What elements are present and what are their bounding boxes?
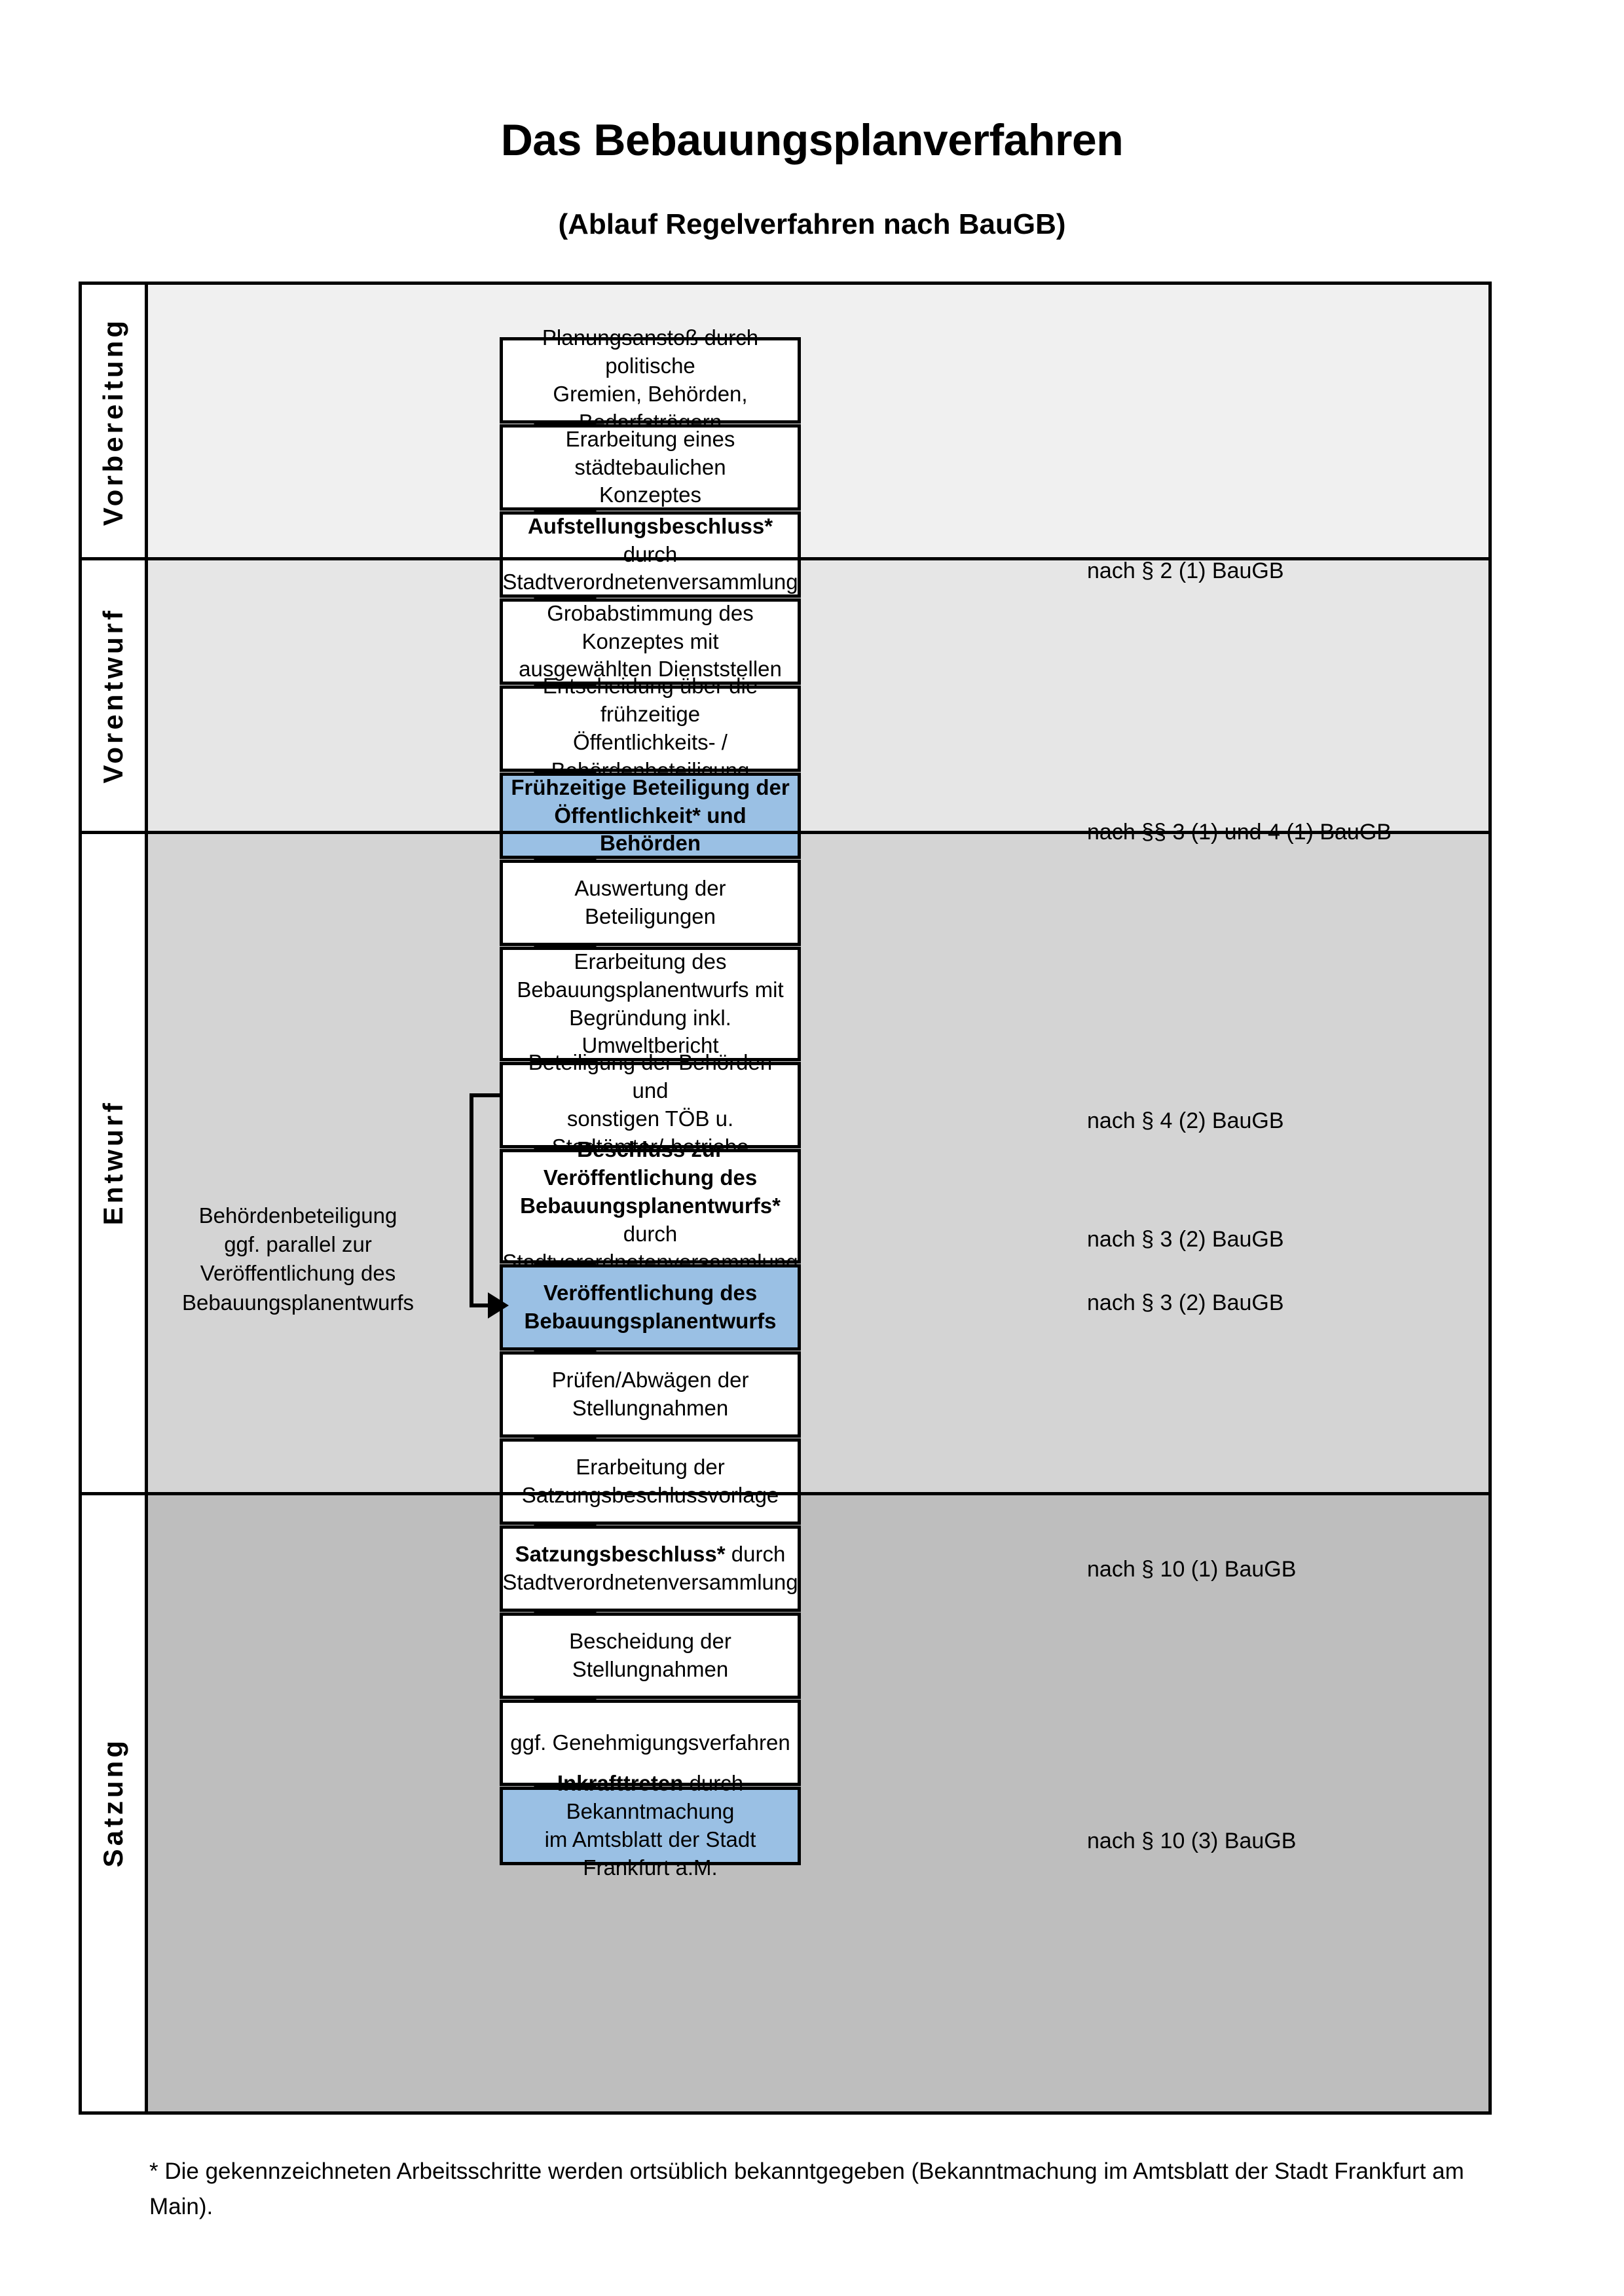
page-title: Das Bebauungsplanverfahren bbox=[500, 115, 1124, 165]
node-erarbeitung-bplan-entwurf[interactable]: Erarbeitung des Bebauungsplanentwurfs mi… bbox=[500, 947, 801, 1061]
connector-arrowhead-icon bbox=[488, 1292, 509, 1319]
lane-label-vorbereitung: Vorbereitung bbox=[82, 285, 148, 558]
node-line: Erarbeitung des bbox=[574, 949, 727, 974]
node-bescheidung-stellungnahmen[interactable]: Bescheidung der Stellungnahmen bbox=[500, 1613, 801, 1699]
node-beteiligung-behoerden-toeb[interactable]: Beteiligung der Behörden und sonstigen T… bbox=[500, 1050, 801, 1159]
node-entscheidung-fruehzeitige[interactable]: Entscheidung über die frühzeitige Öffent… bbox=[500, 674, 801, 782]
node-line: Frühzeitige Beteiligung der bbox=[511, 774, 790, 799]
node-rest-text: durch bbox=[623, 541, 678, 566]
node-staedtebauliches-konzept[interactable]: Erarbeitung eines städtebaulichen Konzep… bbox=[500, 424, 801, 511]
lane-body-entwurf bbox=[148, 832, 1488, 1493]
lane-vorbereitung: Vorbereitung bbox=[82, 285, 1488, 558]
sidenote-line: Veröffentlichung des bbox=[200, 1261, 396, 1286]
node-bold-text: Bebauungsplanentwurfs* bbox=[520, 1194, 781, 1218]
node-line: Beschluss zur Veröffentlichung des bbox=[543, 1137, 758, 1190]
node-line: Bebauungsplanentwurfs mit bbox=[517, 977, 784, 1002]
annotation-baugb-10-1: nach § 10 (1) BauGB bbox=[1087, 1557, 1297, 1582]
page-subtitle: (Ablauf Regelverfahren nach BauGB) bbox=[558, 208, 1066, 240]
node-veroeffentlichung-bplan[interactable]: Veröffentlichung des Bebauungsplanentwur… bbox=[500, 1264, 801, 1351]
annotation-baugb-10-3: nach § 10 (3) BauGB bbox=[1087, 1829, 1297, 1853]
node-fruehzeitige-beteiligung[interactable]: Frühzeitige Beteiligung der Öffentlichke… bbox=[500, 773, 801, 859]
node-line: Begründung inkl. Umweltbericht bbox=[569, 1005, 731, 1058]
node-aufstellungsbeschluss[interactable]: Aufstellungsbeschluss* durch Stadtverord… bbox=[500, 511, 801, 598]
node-line: Bescheidung der Stellungnahmen bbox=[569, 1629, 731, 1681]
node-line: Öffentlichkeit* und Behörden bbox=[554, 803, 747, 856]
node-line: Beteiligung der Behörden und bbox=[528, 1050, 773, 1103]
lane-label-text: Vorentwurf bbox=[98, 607, 128, 784]
node-line: Bebauungsplanentwurfs* durch bbox=[502, 1192, 798, 1248]
lane-body-satzung bbox=[148, 1493, 1488, 2111]
footnote-text: * Die gekennzeichneten Arbeitsschritte w… bbox=[149, 2159, 1464, 2220]
annotation-baugb-3-2-b: nach § 3 (2) BauGB bbox=[1087, 1290, 1284, 1315]
node-pruefen-abwaegen[interactable]: Prüfen/Abwägen der Stellungnahmen bbox=[500, 1351, 801, 1438]
node-satzungsbeschlussvorlage[interactable]: Erarbeitung der Satzungsbeschlussvorlage bbox=[500, 1438, 801, 1525]
node-bold-text: Inkrafttreten bbox=[557, 1771, 684, 1796]
node-line: ausgewählten Dienststellen bbox=[519, 657, 782, 682]
flowchart-frame: Satzung Entwurf Vorentwurf Vorbereitung Pla… bbox=[79, 282, 1492, 2115]
node-line: Prüfen/Abwägen der Stellungnahmen bbox=[551, 1368, 749, 1420]
node-rest-text: durch bbox=[725, 1542, 786, 1567]
node-inkrafttreten[interactable]: Inkrafttreten durch Bekanntmachung im Am… bbox=[500, 1771, 801, 1880]
lane-body-vorbereitung bbox=[148, 285, 1488, 558]
lane-label-satzung: Satzung bbox=[82, 1493, 148, 2111]
node-line: Erarbeitung eines städtebaulichen bbox=[565, 426, 735, 479]
connector-vertical-segment bbox=[470, 1093, 473, 1307]
lane-label-text: Satzung bbox=[98, 1737, 128, 1868]
sidenote-line: Bebauungsplanentwurfs bbox=[181, 1290, 415, 1315]
sidenote-line: Behördenbeteiligung bbox=[198, 1203, 397, 1228]
node-beschluss-veroeffentlichung[interactable]: Beschluss zur Veröffentlichung des Bebau… bbox=[500, 1137, 801, 1274]
node-bold-text: Satzungsbeschluss* bbox=[515, 1542, 726, 1567]
lane-separator bbox=[82, 1492, 1488, 1495]
node-planungsanstoss[interactable]: Planungsanstoß durch politische Gremien,… bbox=[500, 325, 801, 434]
node-line: Veröffentlichung des bbox=[543, 1281, 758, 1305]
node-line: ggf. Genehmigungsverfahren bbox=[510, 1730, 790, 1755]
lane-satzung: Satzung bbox=[82, 1493, 1488, 2111]
connector-top-segment bbox=[470, 1093, 501, 1097]
node-line: Satzungsbeschluss* durch bbox=[502, 1540, 798, 1569]
lane-vorentwurf: Vorentwurf bbox=[82, 558, 1488, 832]
node-line: Grobabstimmung des Konzeptes mit bbox=[547, 600, 754, 653]
node-rest-text: durch Bekanntmachung bbox=[566, 1771, 744, 1824]
lane-label-entwurf: Entwurf bbox=[82, 832, 148, 1493]
node-line: im Amtsblatt der Stadt Frankfurt a.M. bbox=[544, 1827, 756, 1880]
node-line: Inkrafttreten durch Bekanntmachung bbox=[508, 1770, 792, 1826]
node-line: Satzungsbeschlussvorlage bbox=[522, 1482, 779, 1510]
node-line: Planungsanstoß durch politische bbox=[542, 325, 759, 378]
sidenote-line: ggf. parallel zur bbox=[224, 1232, 372, 1257]
lane-label-text: Vorbereitung bbox=[98, 317, 128, 526]
node-line: Stadtverordnetenversammlung bbox=[502, 1570, 798, 1594]
node-line: Entscheidung über die frühzeitige bbox=[542, 674, 758, 727]
annotation-baugb-3-2-a: nach § 3 (2) BauGB bbox=[1087, 1227, 1284, 1252]
sidenote-behoerdenbeteiligung: Behördenbeteiligung ggf. parallel zur Ve… bbox=[154, 1201, 442, 1317]
node-line: Auswertung der Beteiligungen bbox=[574, 876, 726, 928]
node-grobabstimmung[interactable]: Grobabstimmung des Konzeptes mit ausgewä… bbox=[500, 598, 801, 685]
connector-bottom-segment bbox=[470, 1303, 489, 1307]
lane-body-vorentwurf bbox=[148, 558, 1488, 832]
lane-label-vorentwurf: Vorentwurf bbox=[82, 558, 148, 832]
lane-label-text: Entwurf bbox=[98, 1100, 128, 1226]
annotation-baugb-4-2: nach § 4 (2) BauGB bbox=[1087, 1108, 1284, 1133]
node-auswertung-beteiligungen[interactable]: Auswertung der Beteiligungen bbox=[500, 860, 801, 946]
annotation-baugb-2-1: nach § 2 (1) BauGB bbox=[1087, 558, 1284, 583]
node-rest-text: durch bbox=[623, 1221, 678, 1246]
node-line: Bebauungsplanentwurfs bbox=[524, 1309, 777, 1333]
lane-separator bbox=[82, 831, 1488, 834]
node-line: Erarbeitung der bbox=[576, 1455, 725, 1480]
lane-separator bbox=[82, 557, 1488, 560]
node-genehmigungsverfahren[interactable]: ggf. Genehmigungsverfahren bbox=[500, 1700, 801, 1786]
node-satzungsbeschluss[interactable]: Satzungsbeschluss* durch Stadtverordnete… bbox=[500, 1525, 801, 1612]
node-bold-text: Aufstellungsbeschluss* bbox=[527, 513, 773, 538]
lane-entwurf: Entwurf bbox=[82, 832, 1488, 1493]
node-line: Aufstellungsbeschluss* durch bbox=[502, 513, 798, 569]
node-line: Stadtverordnetenversammlung bbox=[502, 570, 798, 594]
node-line: Konzeptes bbox=[599, 483, 701, 507]
